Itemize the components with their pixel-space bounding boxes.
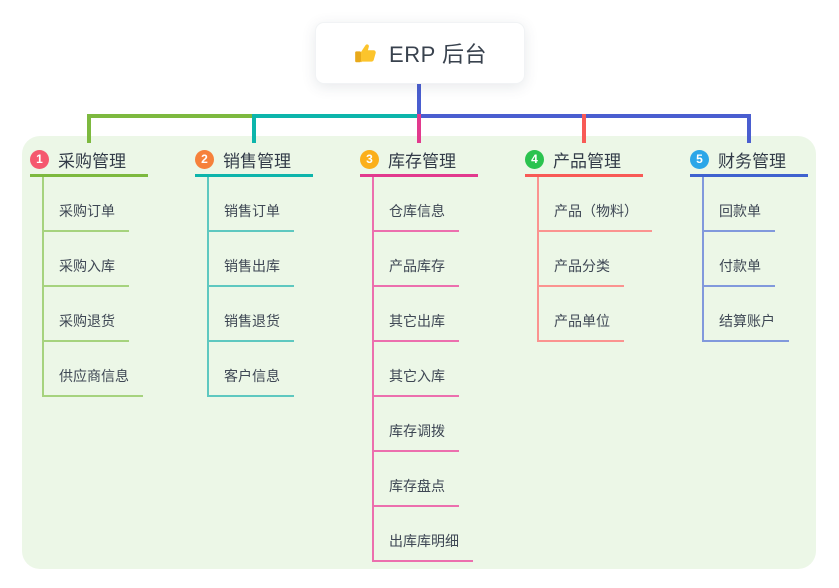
branch-label: 财务管理 <box>718 151 786 171</box>
branch-drop-4 <box>582 114 586 143</box>
branch-children: 仓库信息产品库存其它出库其它入库库存调拨库存盘点出库库明细 <box>372 177 510 562</box>
branch-5: 5 财务管理 回款单付款单结算账户 <box>690 144 839 342</box>
child-node[interactable]: 产品分类 <box>539 232 624 287</box>
child-node-label: 客户信息 <box>224 368 280 384</box>
child-node[interactable]: 付款单 <box>704 232 775 287</box>
child-node[interactable]: 库存盘点 <box>374 452 459 507</box>
child-node-label: 库存调拨 <box>389 423 445 439</box>
child-node-label: 采购入库 <box>59 258 115 274</box>
child-node[interactable]: 客户信息 <box>209 342 294 397</box>
branch-label: 销售管理 <box>223 151 291 171</box>
branch-4: 4 产品管理 产品（物料） 产品分类产品单位 <box>525 144 675 342</box>
branch-number-badge: 2 <box>195 149 214 169</box>
child-node[interactable]: 供应商信息 <box>44 342 143 397</box>
branch-drop-1 <box>87 114 91 143</box>
branch-drop-5 <box>747 114 751 143</box>
branch-children: 采购订单采购入库采购退货供应商信息 <box>42 177 180 397</box>
bus-segment-teal <box>252 114 417 118</box>
child-node[interactable]: 库存调拨 <box>374 397 459 452</box>
branch-node[interactable]: 2 销售管理 <box>195 144 313 177</box>
branch-number-badge: 5 <box>690 149 709 169</box>
branch-number-badge: 1 <box>30 149 49 169</box>
child-node[interactable]: 回款单 <box>704 177 775 232</box>
child-node-label: 结算账户 <box>719 313 775 329</box>
thumbs-up-icon <box>353 40 379 66</box>
child-node-label: 产品（物料） <box>554 203 638 219</box>
branch-node[interactable]: 3 库存管理 <box>360 144 478 177</box>
child-node[interactable]: 产品单位 <box>539 287 624 342</box>
child-node-label: 销售订单 <box>224 203 280 219</box>
child-node-label: 出库库明细 <box>389 533 459 549</box>
branch-children: 产品（物料） 产品分类产品单位 <box>537 177 675 342</box>
child-node[interactable]: 结算账户 <box>704 287 789 342</box>
child-node-label: 产品单位 <box>554 313 610 329</box>
branch-node[interactable]: 1 采购管理 <box>30 144 148 177</box>
child-node-label: 销售出库 <box>224 258 280 274</box>
child-node-label: 其它出库 <box>389 313 445 329</box>
branch-3: 3 库存管理 仓库信息产品库存其它出库其它入库库存调拨库存盘点出库库明细 <box>360 144 510 562</box>
child-node[interactable]: 销售出库 <box>209 232 294 287</box>
child-node[interactable]: 产品库存 <box>374 232 459 287</box>
branch-2: 2 销售管理 销售订单销售出库销售退货客户信息 <box>195 144 345 397</box>
child-node[interactable]: 采购订单 <box>44 177 129 232</box>
branch-number-badge: 4 <box>525 149 544 169</box>
branch-drop-2 <box>252 114 256 143</box>
child-node[interactable]: 其它出库 <box>374 287 459 342</box>
branch-number-badge: 3 <box>360 149 379 169</box>
child-node[interactable]: 产品（物料） <box>539 177 652 232</box>
branches-panel <box>22 136 816 569</box>
child-node-label: 采购退货 <box>59 313 115 329</box>
root-node-label: ERP 后台 <box>389 42 487 67</box>
child-node-label: 采购订单 <box>59 203 115 219</box>
branch-1: 1 采购管理 采购订单采购入库采购退货供应商信息 <box>30 144 180 397</box>
bus-segment-green <box>87 114 252 118</box>
child-node-label: 回款单 <box>719 203 761 219</box>
root-node-erp[interactable]: ERP 后台 <box>315 22 525 84</box>
branch-children: 回款单付款单结算账户 <box>702 177 839 342</box>
child-node-label: 供应商信息 <box>59 368 129 384</box>
branch-label: 库存管理 <box>388 151 456 171</box>
child-node[interactable]: 出库库明细 <box>374 507 473 562</box>
child-node[interactable]: 仓库信息 <box>374 177 459 232</box>
child-node-label: 销售退货 <box>224 313 280 329</box>
root-connector <box>417 82 421 118</box>
child-node-label: 付款单 <box>719 258 761 274</box>
child-node[interactable]: 采购退货 <box>44 287 129 342</box>
branch-node[interactable]: 4 产品管理 <box>525 144 643 177</box>
child-node-label: 其它入库 <box>389 368 445 384</box>
child-node-label: 产品分类 <box>554 258 610 274</box>
branch-drop-3 <box>417 114 421 143</box>
child-node-label: 仓库信息 <box>389 203 445 219</box>
branch-children: 销售订单销售出库销售退货客户信息 <box>207 177 345 397</box>
child-node[interactable]: 采购入库 <box>44 232 129 287</box>
child-node[interactable]: 其它入库 <box>374 342 459 397</box>
child-node[interactable]: 销售订单 <box>209 177 294 232</box>
child-node-label: 库存盘点 <box>389 478 445 494</box>
branch-node[interactable]: 5 财务管理 <box>690 144 808 177</box>
child-node-label: 产品库存 <box>389 258 445 274</box>
branch-label: 采购管理 <box>58 151 126 171</box>
branch-label: 产品管理 <box>553 151 621 171</box>
child-node[interactable]: 销售退货 <box>209 287 294 342</box>
